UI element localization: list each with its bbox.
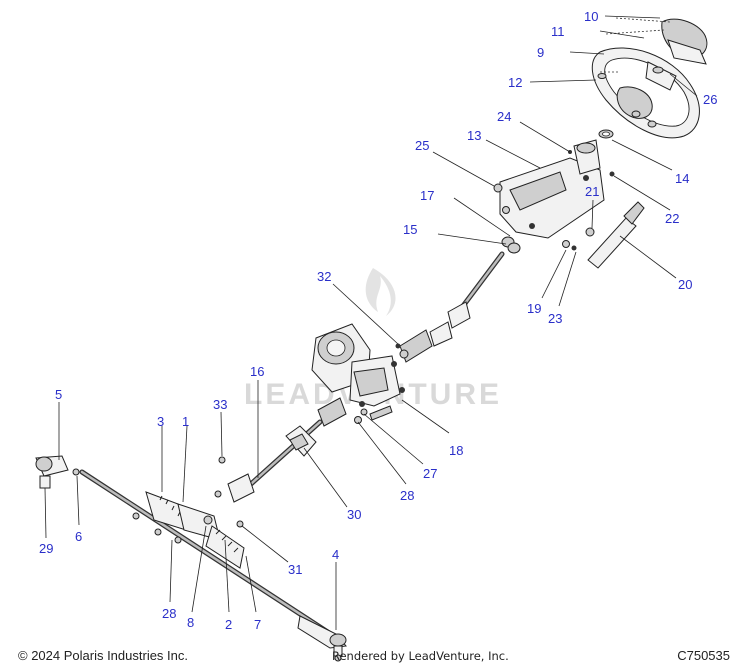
- callout-11: 11: [551, 24, 565, 39]
- steering-wheel: [591, 47, 700, 139]
- callout-15: 15: [403, 222, 417, 237]
- callout-9: 9: [537, 45, 544, 60]
- callout-18: 18: [449, 443, 463, 458]
- callout-6: 6: [75, 529, 82, 544]
- wheel-center-cap: [661, 18, 708, 65]
- callout-5: 5: [55, 387, 62, 402]
- rack-mount-nut: [236, 520, 244, 528]
- callout-3: 3: [157, 414, 164, 429]
- callout-28-lower: 28: [162, 606, 176, 621]
- callout-21: 21: [585, 184, 599, 199]
- callout-labels: 1 2 3 4 5 6 7 8 9 10 11 12 13 14 15 16 1…: [39, 9, 717, 632]
- callout-10: 10: [584, 9, 598, 24]
- copyright-notice: © 2024 Polaris Industries Inc.: [18, 648, 188, 663]
- callout-22: 22: [665, 211, 679, 226]
- callout-16: 16: [250, 364, 264, 379]
- callout-31: 31: [288, 562, 302, 577]
- callout-12: 12: [508, 75, 522, 90]
- steering-rack: [79, 469, 343, 643]
- callout-28-upper: 28: [400, 488, 414, 503]
- callout-17: 17: [420, 188, 434, 203]
- wheel-hardware: [597, 66, 664, 139]
- callout-29: 29: [39, 541, 53, 556]
- column-bracket: [493, 139, 605, 239]
- shaft-boot-plate: [285, 425, 317, 457]
- callout-14: 14: [675, 171, 689, 186]
- callout-1: 1: [182, 414, 189, 429]
- callout-13: 13: [467, 128, 481, 143]
- pinch-bolt: [218, 456, 226, 464]
- callout-23: 23: [548, 311, 562, 326]
- callout-26: 26: [703, 92, 717, 107]
- diagram-part-number: C750535: [677, 648, 730, 663]
- intermediate-shaft: [399, 251, 505, 363]
- callout-33: 33: [213, 397, 227, 412]
- lower-steering-shaft: [227, 397, 347, 503]
- right-tie-rod-end: [297, 615, 347, 662]
- power-steering-unit: [311, 323, 405, 407]
- leader-lines: [44, 15, 698, 630]
- callout-25: 25: [415, 138, 429, 153]
- rendered-by-credit: Rendered by LeadVenture, Inc.: [332, 649, 509, 663]
- callout-24: 24: [497, 109, 511, 124]
- callout-32: 32: [317, 269, 331, 284]
- callout-2: 2: [225, 617, 232, 632]
- callout-4: 4: [332, 547, 339, 562]
- callout-30: 30: [347, 507, 361, 522]
- callout-7: 7: [254, 617, 261, 632]
- left-tie-rod-end: [35, 455, 80, 489]
- gas-strut: [587, 201, 645, 269]
- callout-20: 20: [678, 277, 692, 292]
- eps-mounting-bolts: [354, 343, 401, 424]
- callout-19: 19: [527, 301, 541, 316]
- callout-8: 8: [187, 615, 194, 630]
- callout-27: 27: [423, 466, 437, 481]
